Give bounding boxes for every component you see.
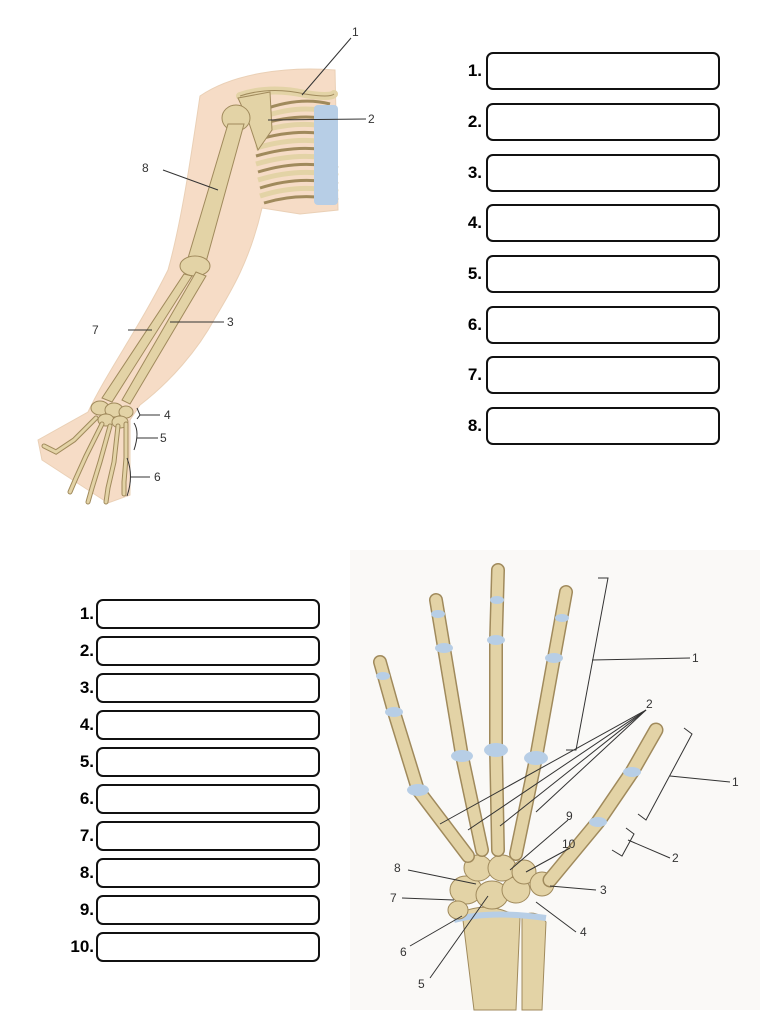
hand-label-4: 4 xyxy=(580,925,587,939)
hand-label-2-metacarpals: 2 xyxy=(646,697,653,711)
hand-answer-number: 1. xyxy=(79,604,94,623)
arm-answer-number: 1. xyxy=(467,61,482,80)
thumb-bones xyxy=(542,722,664,888)
arm-label-6: 6 xyxy=(154,470,161,484)
costal-cartilage xyxy=(314,105,338,205)
ulna-distal xyxy=(521,912,547,1011)
hand-label-1-fingers: 1 xyxy=(692,651,699,665)
arm-answer-row-3: 3. xyxy=(450,154,720,192)
hand-leader-lines xyxy=(401,657,731,979)
hand-answer-row-2: 2. xyxy=(50,636,320,666)
arm-answer-row-7: 7. xyxy=(450,356,720,394)
hand-answer-row-4: 4. xyxy=(50,710,320,740)
radius-distal xyxy=(461,906,521,1011)
hand-answer-row-3: 3. xyxy=(50,673,320,703)
hand-bones-fill xyxy=(42,416,128,504)
hand-answer-number: 3. xyxy=(79,678,94,697)
hand-label-1-thumb: 1 xyxy=(732,775,739,789)
arm-label-3: 3 xyxy=(227,315,234,329)
arm-answer-number: 5. xyxy=(467,264,482,283)
hand-answer-number: 7. xyxy=(79,826,94,845)
radius-bone xyxy=(101,273,193,403)
arm-label-8: 8 xyxy=(142,161,149,175)
hand-answer-box-10[interactable] xyxy=(96,932,320,962)
hand-answer-row-1: 1. xyxy=(50,599,320,629)
hand-label-3: 3 xyxy=(600,883,607,897)
hand-answer-number: 10. xyxy=(70,937,94,956)
arm-answer-box-3[interactable] xyxy=(486,154,720,192)
ulna-bone xyxy=(121,271,207,405)
arm-answer-number: 7. xyxy=(467,365,482,384)
arm-answer-row-5: 5. xyxy=(450,255,720,293)
arm-answer-box-8[interactable] xyxy=(486,407,720,445)
hand-answer-number: 9. xyxy=(79,900,94,919)
hand-label-6: 6 xyxy=(400,945,407,959)
finger-bones-fill xyxy=(374,564,572,862)
arm-label-1: 1 xyxy=(352,25,359,39)
hand-answer-box-8[interactable] xyxy=(96,858,320,888)
hand-answer-number: 2. xyxy=(79,641,94,660)
arm-label-2: 2 xyxy=(368,112,375,126)
hand-answer-row-8: 8. xyxy=(50,858,320,888)
arm-answer-row-4: 4. xyxy=(450,204,720,242)
arm-label-7: 7 xyxy=(92,323,99,337)
arm-answer-box-2[interactable] xyxy=(486,103,720,141)
hand-skeleton-diagram: 1 2 1 2 9 10 8 3 7 4 6 5 xyxy=(350,550,760,1011)
hand-answer-row-6: 6. xyxy=(50,784,320,814)
arm-answer-number: 3. xyxy=(467,163,482,182)
hand-answer-box-5[interactable] xyxy=(96,747,320,777)
hand-answer-box-9[interactable] xyxy=(96,895,320,925)
hand-answer-box-4[interactable] xyxy=(96,710,320,740)
hand-label-10: 10 xyxy=(562,837,576,851)
hand-answer-number: 8. xyxy=(79,863,94,882)
hand-answer-box-7[interactable] xyxy=(96,821,320,851)
hand-label-9: 9 xyxy=(566,809,573,823)
arm-answer-box-4[interactable] xyxy=(486,204,720,242)
hand-answer-row-10: 10. xyxy=(50,932,320,962)
arm-leader-lines xyxy=(126,37,367,497)
arm-answer-box-6[interactable] xyxy=(486,306,720,344)
hand-answer-box-1[interactable] xyxy=(96,599,320,629)
finger-joint-cartilage xyxy=(376,596,569,796)
arm-skeleton-diagram: 1 2 3 4 5 6 7 8 xyxy=(37,25,375,505)
arm-answer-number: 8. xyxy=(467,416,482,435)
hand-brackets xyxy=(566,577,693,857)
hand-answer-number: 5. xyxy=(79,752,94,771)
arm-answer-number: 2. xyxy=(467,112,482,131)
arm-answer-box-5[interactable] xyxy=(486,255,720,293)
hand-answer-box-3[interactable] xyxy=(96,673,320,703)
thumb-joint-cartilage xyxy=(589,767,641,827)
hand-label-5: 5 xyxy=(418,977,425,991)
arm-label-4: 4 xyxy=(164,408,171,422)
hand-answer-row-5: 5. xyxy=(50,747,320,777)
hand-answer-box-6[interactable] xyxy=(96,784,320,814)
hand-answer-row-9: 9. xyxy=(50,895,320,925)
clavicle-outline xyxy=(239,89,335,97)
hand-answer-number: 4. xyxy=(79,715,94,734)
arm-answer-box-1[interactable] xyxy=(486,52,720,90)
hand-answer-row-7: 7. xyxy=(50,821,320,851)
arm-answer-row-6: 6. xyxy=(450,306,720,344)
arm-label-5: 5 xyxy=(160,431,167,445)
hand-label-7: 7 xyxy=(390,891,397,905)
hand-answer-box-2[interactable] xyxy=(96,636,320,666)
hand-label-2-thumb: 2 xyxy=(672,851,679,865)
arm-answer-number: 6. xyxy=(467,315,482,334)
arm-answer-row-1: 1. xyxy=(450,52,720,90)
hand-answer-number: 6. xyxy=(79,789,94,808)
arm-answer-row-2: 2. xyxy=(450,103,720,141)
arm-answer-row-8: 8. xyxy=(450,407,720,445)
arm-answer-box-7[interactable] xyxy=(486,356,720,394)
hand-label-8: 8 xyxy=(394,861,401,875)
arm-answer-number: 4. xyxy=(467,213,482,232)
